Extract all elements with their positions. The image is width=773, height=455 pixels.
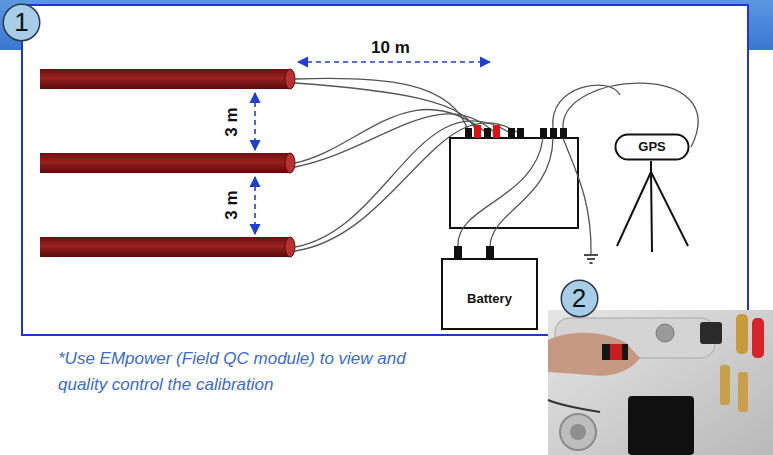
tripod-post: [650, 161, 652, 172]
coil: [40, 237, 290, 257]
coil-end: [285, 69, 295, 89]
ground-line: [590, 262, 593, 264]
circle-shape: [561, 280, 598, 317]
ground-symbol: [584, 255, 598, 263]
ground-line: [584, 254, 598, 256]
note-text: *Use EMpower (Field QC module) to view a…: [58, 346, 428, 397]
terminal: [550, 128, 557, 138]
callout-number: 2: [560, 279, 599, 318]
node-text: Battery: [467, 282, 512, 306]
coil-end: [285, 153, 295, 173]
coil: [40, 153, 290, 173]
tripod-leg: [651, 172, 652, 252]
hand: [548, 333, 640, 376]
knob-center: [570, 424, 586, 440]
connector: [736, 314, 748, 354]
button: [700, 322, 722, 344]
dimension-arrow: [298, 61, 490, 63]
sd-card: [602, 344, 628, 360]
screen: [628, 396, 694, 455]
callout-number: 1: [2, 3, 41, 42]
dimension-arrow: [254, 93, 256, 150]
tripod: [617, 161, 688, 252]
gps-receiver: GPS: [614, 133, 690, 161]
terminal: [465, 128, 472, 138]
terminal: [484, 128, 491, 138]
knob: [560, 414, 596, 450]
wire: [563, 138, 591, 254]
connector: [752, 318, 764, 358]
ground-line: [587, 258, 595, 260]
battery-terminal: [486, 246, 494, 258]
terminal: [517, 128, 524, 138]
dimension-label: 10 m: [371, 39, 410, 58]
dimension-label: 3 m: [223, 190, 242, 219]
node-text: GPS: [638, 140, 665, 154]
terminal: [474, 125, 481, 138]
pill-shape: [616, 135, 689, 160]
wire: [295, 78, 469, 134]
callout-number: 1: [14, 8, 28, 37]
circle-shape: [3, 4, 40, 41]
tripod-leg: [617, 172, 651, 246]
terminal: [508, 128, 515, 138]
wire: [295, 83, 477, 134]
receiver-box: [450, 138, 578, 228]
wire: [553, 85, 620, 128]
wires: [458, 83, 698, 254]
dimension-label: 3 m: [223, 107, 242, 136]
terminal: [540, 128, 547, 138]
tripod-leg: [651, 172, 688, 246]
terminal: [493, 125, 500, 138]
terminals: [465, 125, 567, 138]
battery-box: Battery: [441, 258, 538, 330]
dimension-arrow: [254, 177, 256, 234]
coil-end: [285, 237, 295, 257]
coil-loops: [40, 69, 295, 257]
terminal: [560, 128, 567, 138]
battery-terminal: [454, 246, 462, 258]
connector: [720, 365, 730, 405]
photo-inset: [548, 310, 773, 455]
panel-frame: [22, 5, 748, 335]
connector: [738, 372, 748, 412]
photo-background: [548, 310, 773, 455]
wire: [458, 138, 543, 246]
wire: [490, 138, 553, 246]
cable: [548, 400, 600, 412]
callout-number: 2: [572, 284, 586, 313]
sd-card-label: [610, 344, 622, 360]
knob: [656, 324, 674, 342]
coil: [40, 69, 290, 89]
